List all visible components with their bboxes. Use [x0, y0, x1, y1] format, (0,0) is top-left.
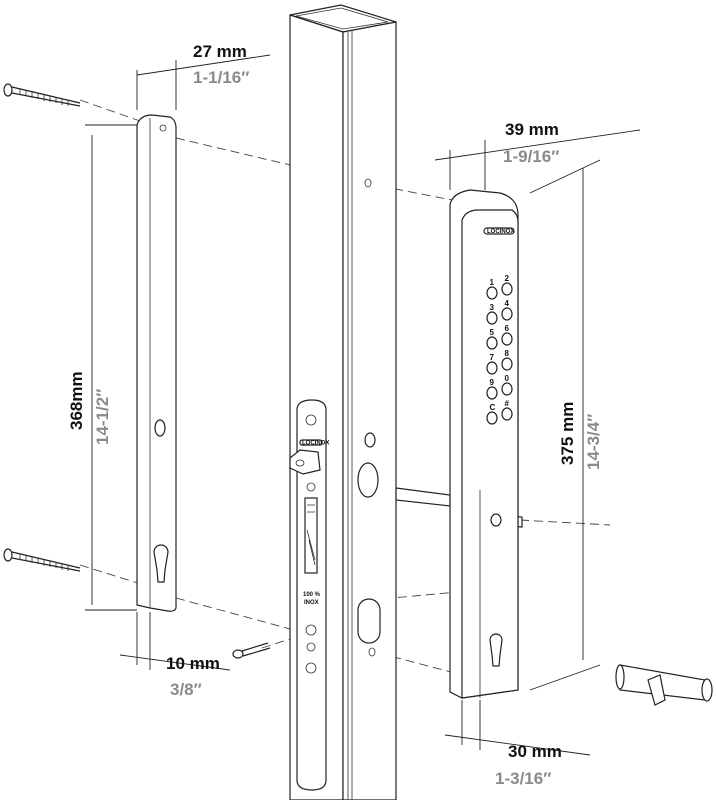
keypad-key-label: 7 [490, 353, 495, 362]
keypad-key-label: 6 [505, 324, 510, 333]
keypad-height-imperial: 14-3/4″ [584, 414, 603, 470]
plate-width-metric: 27 mm [193, 42, 247, 61]
keypad-key-label: 5 [490, 328, 495, 337]
keypad-key-label: # [505, 399, 510, 408]
keypad-button [501, 332, 513, 346]
inox-label-line2: INOX [304, 600, 319, 606]
keypad-button [486, 336, 498, 350]
keypad-key-label: 2 [505, 274, 510, 283]
keypad-button [501, 307, 513, 321]
keypad-button [486, 411, 498, 425]
screw-small [232, 642, 271, 659]
plate-width-imperial: 1-1/16″ [193, 68, 249, 87]
keypad-button [501, 382, 513, 396]
euro-cylinder [615, 664, 713, 706]
keypad-key-label: 9 [490, 378, 495, 387]
plate-depth-metric: 10 mm [166, 654, 220, 673]
lock-case: LOCINOX 100 % INOX [289, 399, 329, 791]
keypad-key-label: 3 [490, 303, 495, 312]
keypad-button [486, 361, 498, 375]
keypad-button [486, 311, 498, 325]
keypad-depth-metric: 30 mm [508, 742, 562, 761]
keypad-width-metric: 39 mm [505, 120, 559, 139]
keypad-button [501, 282, 513, 296]
keypad-button [501, 407, 513, 421]
keypad-width-imperial: 1-9/16″ [503, 147, 559, 166]
keypad-brand-logo: LOCINOX [487, 229, 514, 235]
keypad: 1 2 3 4 5 6 7 8 9 0C # [486, 274, 513, 425]
lock-brand-logo: LOCINOX [302, 441, 329, 447]
keypad-unit: LOCINOX 1 2 3 4 5 6 7 8 9 0C # [449, 189, 519, 699]
screw-top [3, 83, 81, 107]
keypad-key-label: C [490, 403, 496, 412]
keypad-button [486, 386, 498, 400]
dimension-labels: 27 mm 1-1/16″ 39 mm 1-9/16″ 368mm 14-1/2… [67, 42, 603, 788]
keypad-key-label: 1 [490, 278, 495, 287]
keypad-key-label: 8 [505, 349, 510, 358]
inox-label-line1: 100 % [303, 592, 321, 598]
plate-height-metric: 368mm [67, 371, 86, 430]
keypad-button [501, 357, 513, 371]
keypad-depth-imperial: 1-3/16″ [495, 769, 551, 788]
plate-height-imperial: 14-1/2″ [93, 389, 112, 445]
plate-depth-imperial: 3/8″ [170, 680, 202, 699]
keypad-key-label: 4 [505, 299, 510, 308]
dimension-lines [85, 54, 641, 756]
keypad-key-label: 0 [505, 374, 510, 383]
back-plate [136, 114, 177, 612]
screw-bottom [3, 548, 81, 572]
keypad-button [486, 286, 498, 300]
keypad-height-metric: 375 mm [558, 402, 577, 465]
